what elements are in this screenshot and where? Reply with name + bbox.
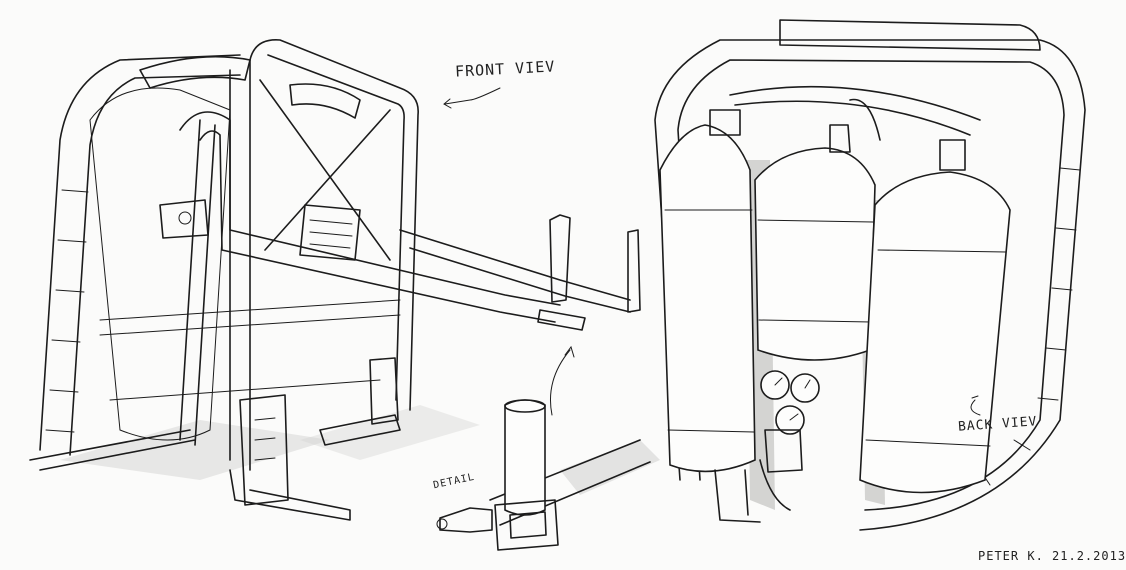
front-view-frame — [29, 39, 641, 521]
back-view-pack — [654, 19, 1086, 531]
back-label-arrow — [970, 395, 981, 416]
front-label-arrow — [443, 87, 501, 109]
detail-valve — [436, 345, 660, 551]
artist-signature: PETER K. 21.2.2013 — [978, 549, 1126, 563]
